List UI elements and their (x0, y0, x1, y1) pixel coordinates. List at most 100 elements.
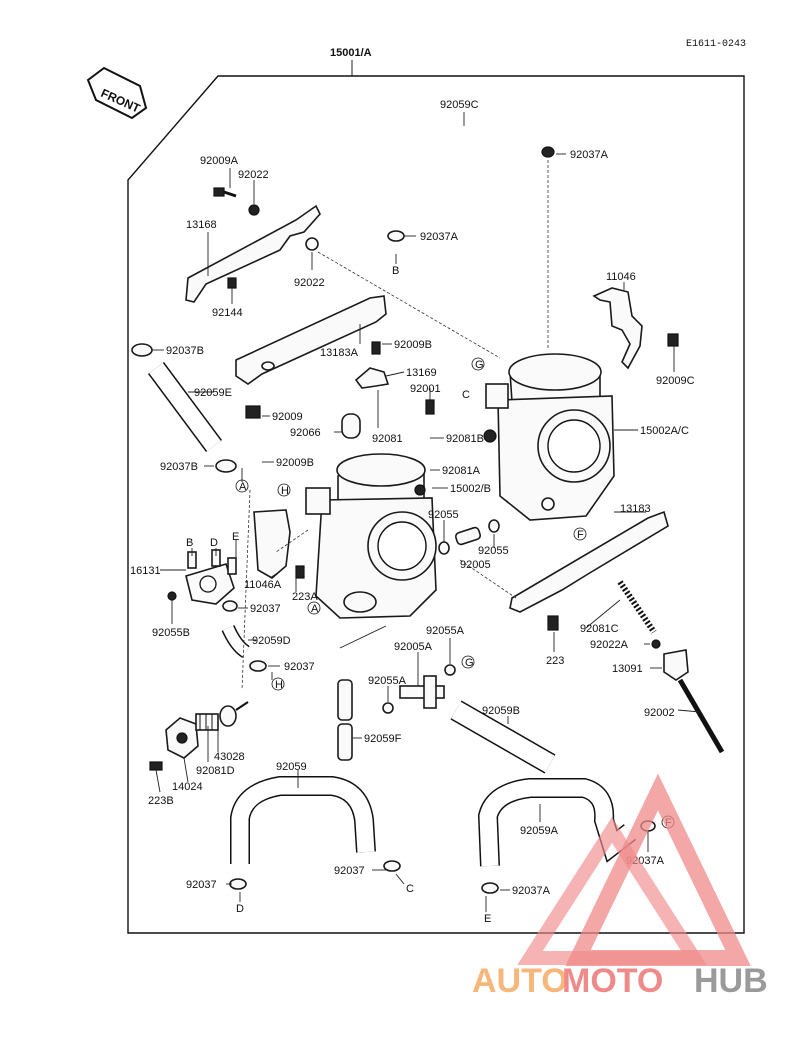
bracket-13168 (185, 204, 321, 303)
label-223: 223 (546, 655, 564, 667)
ref-d-bottom: D (236, 903, 244, 915)
clamp-92037a-4 (481, 882, 499, 894)
lever-13169 (354, 367, 390, 389)
label-13168: 13168 (186, 219, 217, 231)
leader-lines (152, 112, 701, 912)
ring-92055-2 (488, 519, 500, 533)
joint-16131 (185, 549, 237, 605)
svg-text:G: G (465, 657, 474, 669)
clamp-92037b-2 (215, 459, 237, 473)
label-223a: 223A (292, 591, 318, 603)
label-11046a: 11046A (244, 579, 282, 591)
watermark-auto: AUTO (472, 962, 568, 1000)
reference-code: E1611-0243 (686, 39, 746, 50)
hose-92059 (230, 776, 376, 864)
svg-text:F: F (577, 529, 584, 541)
label-92081b: 92081B (446, 433, 484, 445)
screw-223 (547, 615, 559, 631)
carburetor-15002ac (483, 353, 615, 521)
clamp-92037a-1 (541, 146, 555, 158)
ref-b-joint: B (186, 537, 193, 549)
label-92009c: 92009C (656, 375, 695, 387)
label-92059: 92059 (276, 761, 307, 773)
ref-c-bottom: C (406, 883, 414, 895)
ref-a-circle-1: A (235, 479, 249, 493)
label-92022-2: 92022 (294, 277, 325, 289)
svg-text:A: A (311, 603, 319, 615)
label-92081a: 92081A (442, 465, 481, 477)
tee-92005a (399, 675, 445, 709)
label-92059f: 92059F (364, 733, 402, 745)
watermark-hub: HUB (694, 962, 768, 1000)
washer-92022-2 (305, 237, 319, 251)
clamp-92037-4 (383, 860, 401, 872)
label-15002ac: 15002A/C (640, 425, 689, 437)
choke-assembly (165, 701, 249, 759)
label-92037b-1: 92037B (166, 345, 204, 357)
ref-g-circle: G (471, 357, 485, 371)
ref-f-circle-1: F (573, 527, 587, 541)
label-92037-3: 92037 (186, 879, 217, 891)
clamp-92055a-2 (382, 702, 394, 714)
hose-92059f (337, 723, 353, 761)
label-15002b: 15002/B (450, 483, 491, 495)
label-92055a-2: 92055A (368, 675, 407, 687)
label-92009a: 92009A (200, 155, 239, 167)
label-92059e: 92059E (194, 387, 232, 399)
label-92055-2: 92055 (478, 545, 509, 557)
svg-text:H: H (281, 485, 289, 497)
label-92037a-2: 92037A (420, 231, 459, 243)
ref-h-circle-2: H (271, 677, 285, 691)
bracket-13183a (235, 295, 387, 385)
label-92055a-1: 92055A (426, 625, 465, 637)
screw-223b (149, 761, 163, 771)
hose-92059a (477, 778, 637, 867)
screw-223a (295, 565, 305, 579)
ref-e-joint: E (232, 531, 239, 543)
label-16131: 16131 (130, 565, 161, 577)
hose-92059d-inner (222, 625, 250, 657)
ref-b-top: B (392, 265, 399, 277)
hose-92059c-inner (384, 91, 550, 223)
label-92001: 92001 (410, 383, 441, 395)
label-13183: 13183 (620, 503, 651, 515)
label-92005a: 92005A (394, 641, 433, 653)
assembly-label: 15001/A (330, 47, 372, 59)
label-92059c: 92059C (440, 99, 479, 111)
label-92005: 92005 (460, 559, 491, 571)
label-92066: 92066 (290, 427, 321, 439)
label-92081d: 92081D (196, 765, 235, 777)
hose-short-1 (337, 679, 353, 721)
label-92037a-1: 92037A (570, 149, 609, 161)
cable-92002 (677, 678, 725, 754)
clamp-92037a-2 (387, 230, 405, 242)
ref-h-circle-1: H (277, 483, 291, 497)
ref-d-joint: D (210, 537, 218, 549)
label-14024: 14024 (172, 781, 203, 793)
ref-c-top: C (462, 389, 470, 401)
bracket-11046 (592, 287, 643, 370)
label-92081c: 92081C (580, 623, 619, 635)
part-labels: 92059C 92037A 92009A 92022 13168 92037A … (130, 99, 695, 897)
spring-92081c (617, 580, 657, 634)
label-92055: 92055 (428, 509, 459, 521)
label-92022a: 92022A (590, 639, 629, 651)
label-13169: 13169 (406, 367, 437, 379)
clamp-92055a-1 (444, 664, 456, 676)
nut-92144 (227, 277, 237, 289)
label-92037-2: 92037 (284, 661, 315, 673)
svg-text:A: A (239, 481, 247, 493)
ring-92055 (438, 541, 450, 555)
label-92002: 92002 (644, 707, 675, 719)
screw-92009a (213, 187, 237, 198)
label-223b: 223B (148, 795, 174, 807)
washer-92022-1 (248, 204, 260, 216)
label-92022-1: 92022 (238, 169, 269, 181)
label-92009b-1: 92009B (394, 339, 432, 351)
label-92059a: 92059A (520, 825, 559, 837)
svg-text:H: H (275, 679, 283, 691)
label-92037b-2: 92037B (160, 461, 198, 473)
label-92055b: 92055B (152, 627, 190, 639)
hose-92059e (147, 362, 223, 452)
